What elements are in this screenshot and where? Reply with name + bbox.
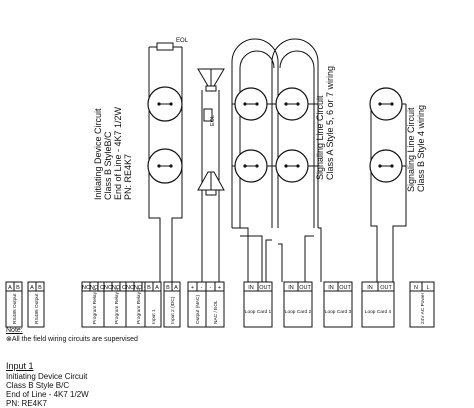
input-info-title: Input 1 (6, 361, 34, 371)
slc-detector-4 (275, 149, 309, 183)
slc-b-label-line: Class B Style 4 wiring (416, 105, 426, 192)
terminal-group-label: Program Relay 1 (92, 288, 98, 324)
slc-a-label-line: Class A Style 5, 6 or 7 wiring (325, 66, 335, 180)
horn-icon (197, 68, 225, 92)
idc-label-line: End of Line - 4K7 1/2W (113, 106, 123, 200)
terminal-group: IN OUT Loop Card 1 (243, 281, 273, 328)
terminal-group: + -Output (NAC) (187, 281, 207, 328)
terminal-group: -+ NAC / EOL (205, 281, 225, 328)
terminal-pin-label: - (201, 285, 203, 291)
terminal-pin-label: B (166, 285, 170, 291)
terminal-pin-label: N (414, 285, 418, 291)
terminal-pin-label: IN (248, 285, 254, 291)
terminal-group: IN OUT Loop Card 3 (323, 281, 353, 328)
terminal-pin-label: IN (367, 285, 373, 291)
input-info-line: PN: RE4K7 (6, 399, 47, 408)
smoke-detector-2 (147, 148, 183, 184)
terminal-pin-label: - (210, 285, 212, 291)
terminal-pin-label: C (100, 285, 104, 291)
slc-detector-3 (234, 149, 268, 183)
terminal-group-label: Program Relay 3 (136, 288, 142, 324)
terminal-group-label: Loop Card 1 (245, 309, 272, 315)
terminal-group-label: Loop Card 4 (365, 309, 392, 315)
terminal-group-label: NAC / EOL (213, 300, 219, 324)
terminal-pin-label: + (218, 285, 221, 291)
terminal-pin-label: IN (288, 285, 294, 291)
terminal-pin-label: NO (134, 285, 143, 291)
idc-label-line: Initiating Device Circuit (93, 108, 103, 200)
terminal-pin-label: OUT (380, 285, 392, 291)
idc-circuit-label: Initiating Device Circuit Class B StyleB… (93, 104, 133, 200)
input-info-section: Input 1 Initiating Device Circuit Class … (6, 361, 89, 408)
terminal-pin-label: IN (328, 285, 334, 291)
notes-line: ⊗All the field wiring circuits are super… (6, 336, 138, 343)
eol-resistor (149, 42, 182, 51)
notes-title: Note: (6, 327, 23, 334)
terminal-pin-label: NC (82, 285, 90, 291)
terminal-group-label: Loop Card 2 (285, 309, 312, 315)
terminal-group-label: Input 1 (151, 309, 157, 324)
terminal-pin-label: B (16, 285, 20, 291)
slc-a-label-line: Signaling Line Circuit (315, 95, 325, 180)
nac-eol-label: EOL (210, 115, 216, 126)
terminal-group: IN OUT Loop Card 4 (361, 281, 395, 328)
terminal-pin-label: OUT (339, 285, 351, 291)
terminal-group-label: Loop Card 3 (325, 309, 352, 315)
terminal-group-label: Program Relay 2 (114, 288, 120, 324)
terminal-pin-label: B (38, 285, 42, 291)
terminal-pin-label: NO (112, 285, 121, 291)
terminal-group-label: RS485 Output (34, 293, 40, 324)
slc-class-a-wiring (231, 38, 322, 282)
terminal-group-label: Input 2 (IDC) (170, 296, 176, 324)
horn-icon (197, 171, 225, 196)
terminal-pin-label: C (122, 285, 126, 291)
terminal-pin-label: OUT (259, 285, 271, 291)
slc-b-detector-1 (369, 87, 403, 121)
slc-detector-1 (234, 87, 268, 121)
notes-section: Note: ⊗All the field wiring circuits are… (6, 326, 138, 344)
terminal-pin-label: A (155, 285, 159, 291)
terminal-pin-label: B (147, 285, 151, 291)
terminal-pin-label: OUT (299, 285, 311, 291)
terminal-pin-label: A (8, 285, 12, 291)
slc-class-a-label: Signaling Line Circuit Class A Style 5, … (315, 66, 335, 180)
terminal-pin-label: A (174, 285, 178, 291)
terminal-pin-label: NO (90, 285, 99, 291)
slc-detector-2 (275, 87, 309, 121)
input-info-line: Initiating Device Circuit (6, 372, 88, 381)
terminal-pin-label: L (426, 285, 429, 291)
eol-label: EOL (176, 38, 189, 44)
smoke-detector-1 (147, 86, 183, 122)
input-info-line: End of Line - 4K7 1/2W (6, 390, 89, 399)
slc-class-b-label: Signaling Line Circuit Class B Style 4 w… (406, 105, 426, 192)
terminal-pin-label: A (30, 285, 34, 291)
slc-b-detector-2 (369, 149, 403, 183)
terminal-pin-label: NC (104, 285, 112, 291)
terminal-group-label: Output (NAC) (195, 295, 201, 324)
terminal-group-label: RS485 Output (12, 293, 18, 324)
idc-label-line: PN: RE4K7 (123, 154, 133, 200)
input-info-line: Class B Style B/C (6, 381, 70, 390)
slc-class-b-wiring (370, 103, 407, 282)
terminal-pin-label: NC (126, 285, 134, 291)
terminal-group-label: 24V AC Power (420, 292, 426, 324)
idc-label-line: Class B StyleB/C (103, 131, 113, 200)
slc-b-label-line: Signaling Line Circuit (406, 107, 416, 192)
terminal-pin-label: + (191, 285, 194, 291)
terminal-group: IN OUT Loop Card 2 (283, 281, 313, 328)
